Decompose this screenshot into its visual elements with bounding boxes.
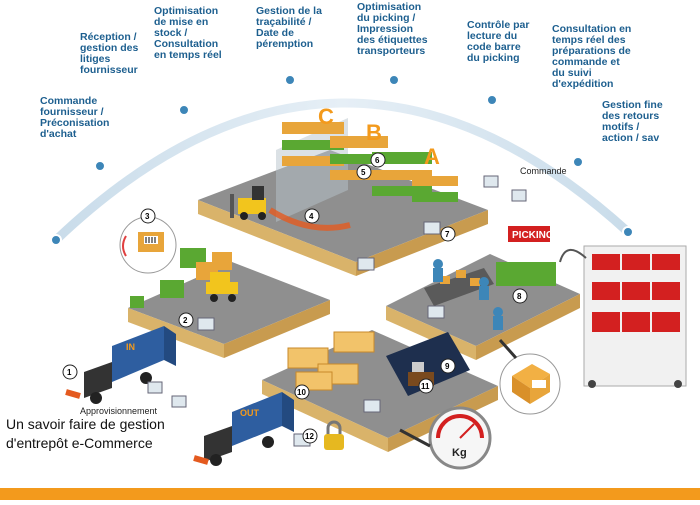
timeline-label: Gestion de la traçabilité / Date de pére… (256, 5, 322, 50)
rack-letter-c: C (318, 104, 334, 129)
timeline-node (572, 156, 584, 168)
scale-dial: Kg (428, 406, 492, 470)
step-badge: 9 (440, 358, 456, 374)
forklift-top (230, 186, 266, 220)
svg-text:4: 4 (309, 212, 314, 221)
caption-line-1: Un savoir faire de gestion (6, 416, 165, 432)
lock-icon (324, 420, 344, 450)
svg-text:8: 8 (517, 292, 522, 301)
rack-letter-a: A (424, 144, 440, 169)
timeline-label: Commande fournisseur / Préconisation d'a… (40, 95, 110, 140)
svg-text:6: 6 (375, 156, 380, 165)
scale-unit: Kg (452, 447, 467, 459)
reception-goods (130, 248, 238, 308)
timeline-node (388, 74, 400, 86)
step-badge: 11 (418, 378, 434, 394)
timeline-nodes (50, 74, 634, 246)
timeline-node (622, 226, 634, 238)
bottom-bar (0, 488, 700, 500)
svg-text:10: 10 (297, 388, 306, 397)
timeline-node (178, 104, 190, 116)
step-badge: 2 (178, 312, 194, 328)
step-badge: 7 (440, 226, 456, 242)
svg-text:1: 1 (67, 368, 72, 377)
monitor-icons (147, 175, 527, 447)
svg-text:9: 9 (445, 362, 450, 371)
monitor-icon (483, 175, 499, 188)
timeline-node (50, 234, 62, 246)
monitor-icon (147, 381, 163, 394)
monitor-icon (511, 189, 527, 202)
step-badge: 8 (512, 288, 528, 304)
scanner-badge (119, 216, 177, 274)
timeline-node (284, 74, 296, 86)
svg-text:2: 2 (183, 316, 188, 325)
step-badge: 12 (302, 428, 318, 444)
returns-shelving (583, 245, 687, 388)
svg-text:5: 5 (361, 168, 366, 177)
flow-arrow-in (65, 389, 81, 399)
svg-text:11: 11 (421, 382, 430, 391)
flow-arrow-top (268, 207, 351, 231)
timeline-label: Optimisation de mise en stock / Consulta… (154, 5, 222, 61)
step-badge: 10 (294, 384, 310, 400)
caption-line-2: d'entrepôt e-Commerce (6, 435, 153, 451)
monitor-icon (363, 399, 381, 413)
timeline-node (486, 94, 498, 106)
platform-storage (198, 150, 488, 276)
truck-in-label: IN (126, 342, 135, 352)
timeline-label: Optimisation du picking / Impression des… (357, 1, 428, 57)
monitor-icon (171, 395, 187, 408)
svg-text:7: 7 (445, 230, 450, 239)
timeline-arc (51, 98, 633, 245)
step-badge: 3 (140, 208, 156, 224)
step-badge: 1 (62, 364, 78, 380)
timeline-label: Contrôle par lecture du code barre du pi… (467, 19, 530, 64)
commande-label: Commande (520, 166, 567, 176)
svg-text:12: 12 (305, 432, 314, 441)
step-badge: 5 (356, 164, 372, 180)
step-badges: 1 2 3 4 5 6 7 8 9 10 11 12 (62, 152, 528, 444)
approvisionnement-label: Approvisionnement (80, 406, 158, 416)
storage-racks (276, 118, 458, 222)
truck-out-label: OUT (240, 408, 260, 418)
monitor-icon (427, 305, 445, 319)
truck-out: OUT (204, 392, 294, 466)
timeline-node (94, 160, 106, 172)
step-badge: 6 (370, 152, 386, 168)
monitor-icon (197, 317, 215, 331)
picking-sign: PICKING (512, 230, 554, 241)
scale-link-arrow (399, 428, 431, 448)
timeline-label: Gestion fine des retours motifs / action… (602, 99, 663, 144)
platform-reception (128, 262, 330, 358)
monitor-icon (357, 257, 375, 271)
truck-in: IN (84, 326, 176, 404)
monitor-icon (423, 221, 441, 235)
barcode-link-arrow (498, 339, 518, 359)
timeline-label: Réception / gestion des litiges fourniss… (80, 31, 139, 76)
rack-letters: C B A (318, 104, 440, 169)
picking-area: PICKING (424, 226, 556, 330)
returns-link-arrow (559, 249, 587, 263)
svg-text:3: 3 (145, 212, 150, 221)
flow-arrow-out (193, 455, 209, 465)
barcode-badge (499, 353, 561, 415)
timeline-label: Consultation en temps réel des préparati… (552, 23, 632, 90)
step-badge: 4 (304, 208, 320, 224)
rack-letter-b: B (366, 120, 382, 145)
